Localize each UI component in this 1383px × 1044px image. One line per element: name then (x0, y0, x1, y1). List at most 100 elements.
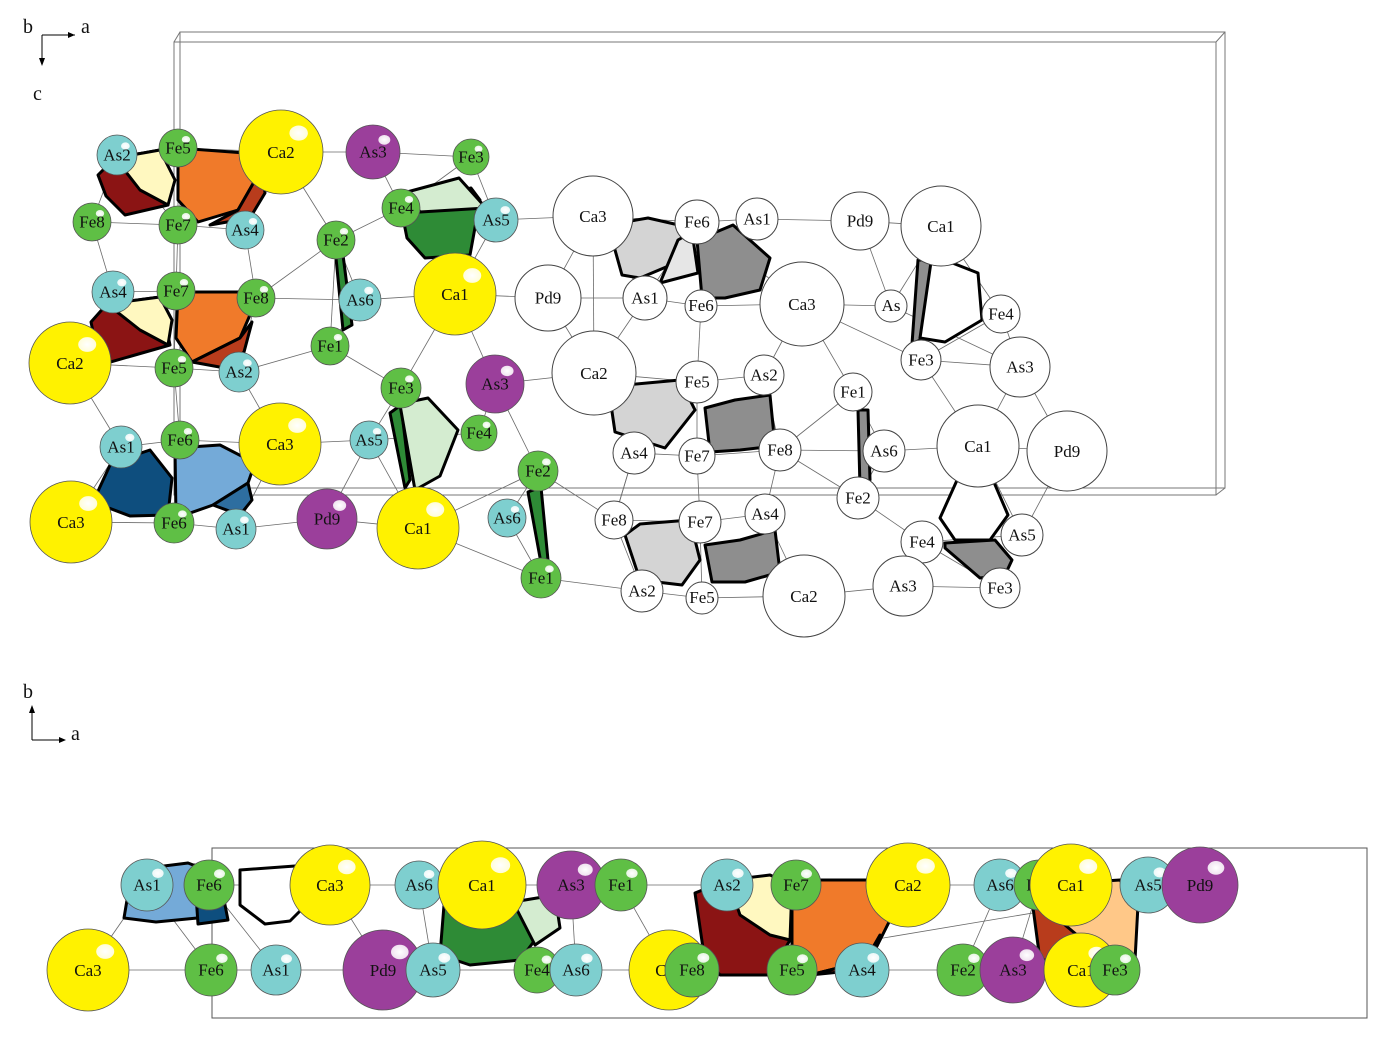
atom-label: Ca1 (441, 285, 468, 304)
axis-indicator-bottom: b a (23, 681, 80, 745)
atom-label: Ca2 (580, 364, 607, 383)
atom-highlight (152, 868, 164, 878)
atom-empty: Ca3 (552, 175, 634, 257)
atom-empty: Ca3 (759, 261, 845, 347)
atom-highlight (177, 356, 187, 363)
atom-sphere (833, 372, 873, 412)
axis-label-origin-b: b (23, 16, 33, 38)
atom-highlight (510, 506, 520, 513)
atom-sphere (872, 555, 934, 617)
atom-label: As4 (751, 504, 779, 523)
atom-as: As6 (973, 858, 1027, 912)
atom-label: Fe3 (388, 378, 414, 397)
atom-label: Fe1 (608, 875, 634, 894)
atom-fe: Fe7 (770, 859, 822, 911)
atom-highlight (95, 210, 105, 217)
atom-label: Ca2 (894, 876, 921, 895)
atom-label: As3 (999, 960, 1026, 979)
atom-sphere (981, 294, 1021, 334)
coordination-polyhedron (918, 253, 984, 344)
atom-fe: Fe3 (380, 367, 422, 409)
atom-label: As2 (628, 581, 655, 600)
atom-ca: Ca1 (1029, 843, 1113, 927)
atom-highlight (697, 952, 710, 963)
atom-highlight (183, 428, 193, 435)
atom-empty: Fe6 (674, 199, 720, 245)
atom-empty: Fe7 (678, 500, 722, 544)
atom-highlight (577, 863, 593, 876)
atom-empty: Fe3 (979, 567, 1021, 609)
atom-highlight (426, 502, 445, 517)
atom-label: Fe5 (779, 960, 805, 979)
atom-label: Ca1 (404, 519, 431, 538)
atom-label: As5 (355, 430, 382, 449)
atom-highlight (125, 433, 135, 442)
axis-label-a: a (81, 16, 90, 38)
atom-label: Fe4 (466, 423, 492, 442)
atom-fe: Fe8 (72, 202, 112, 242)
atom-fe: Fe5 (766, 944, 818, 996)
atom-label: Fe4 (988, 304, 1014, 323)
atom-label: Ca2 (56, 354, 83, 373)
atom-pd: Pd9 (296, 488, 358, 550)
atom-pd: Pd9 (1161, 846, 1239, 924)
atom-label: Fe7 (687, 512, 713, 531)
atom-fe: Fe1 (310, 326, 350, 366)
atom-label: Pd9 (847, 211, 873, 230)
atom-as: As6 (394, 860, 444, 910)
atom-label: Fe5 (165, 138, 191, 157)
atom-as: As1 (215, 508, 257, 550)
atom-label: As2 (103, 145, 130, 164)
atom-highlight (423, 869, 435, 879)
atom-label: As4 (848, 960, 876, 979)
atom-label: Pd9 (535, 288, 561, 307)
atom-label: As3 (889, 576, 916, 595)
atom-label: Pd9 (370, 961, 396, 980)
atom-pd: As3 (345, 124, 401, 180)
atom-label: Ca3 (57, 513, 84, 532)
atom-empty: Fe2 (836, 476, 880, 520)
atom-label: As5 (1134, 875, 1161, 894)
atom-highlight (1019, 949, 1035, 962)
atom-highlight (117, 278, 127, 287)
atom-sphere (936, 404, 1020, 488)
atom-fe: Fe4 (381, 188, 421, 228)
axis-label-b: b (23, 681, 33, 703)
atom-highlight (288, 418, 307, 433)
atom-label: As5 (1008, 525, 1035, 544)
atom-empty: Fe1 (833, 372, 873, 412)
atom-empty: Fe5 (675, 360, 719, 404)
unit-cell-bottom (211, 847, 1368, 1019)
atom-sphere (1026, 410, 1108, 492)
atom-highlight (404, 196, 414, 203)
atom-ca: Ca3 (46, 928, 130, 1012)
atom-highlight (372, 428, 382, 435)
atom-sphere (758, 428, 802, 472)
atom-label: Fe4 (909, 532, 935, 551)
atom-label: As5 (482, 210, 509, 229)
atom-highlight (474, 145, 483, 153)
atom-empty: As (874, 289, 908, 323)
atom-label: Fe4 (524, 960, 550, 979)
atom-fe: Fe5 (158, 128, 198, 168)
atom-label: Fe6 (684, 212, 710, 231)
atom-label: Pd9 (1187, 876, 1213, 895)
atom-fe: Fe1 (520, 557, 562, 599)
atom-sphere (759, 261, 845, 347)
atom-label: Fe6 (196, 875, 222, 894)
atom-sphere (989, 336, 1051, 398)
atom-label: Fe5 (684, 372, 710, 391)
atom-empty: Pd9 (1026, 410, 1108, 492)
atom-fe: Fe2 (517, 450, 559, 492)
atom-fe: Fe3 (452, 138, 490, 176)
atom-label: As2 (713, 875, 740, 894)
atom-label: Fe3 (987, 578, 1013, 597)
atom-highlight (797, 954, 808, 964)
atom-empty: As3 (872, 555, 934, 617)
atom-highlight (259, 286, 269, 293)
atom-sphere (684, 289, 718, 323)
atom-empty: Fe4 (981, 294, 1021, 334)
atom-highlight (121, 142, 130, 150)
atom-as: As2 (96, 134, 138, 176)
atom-empty: Fe3 (900, 339, 942, 381)
